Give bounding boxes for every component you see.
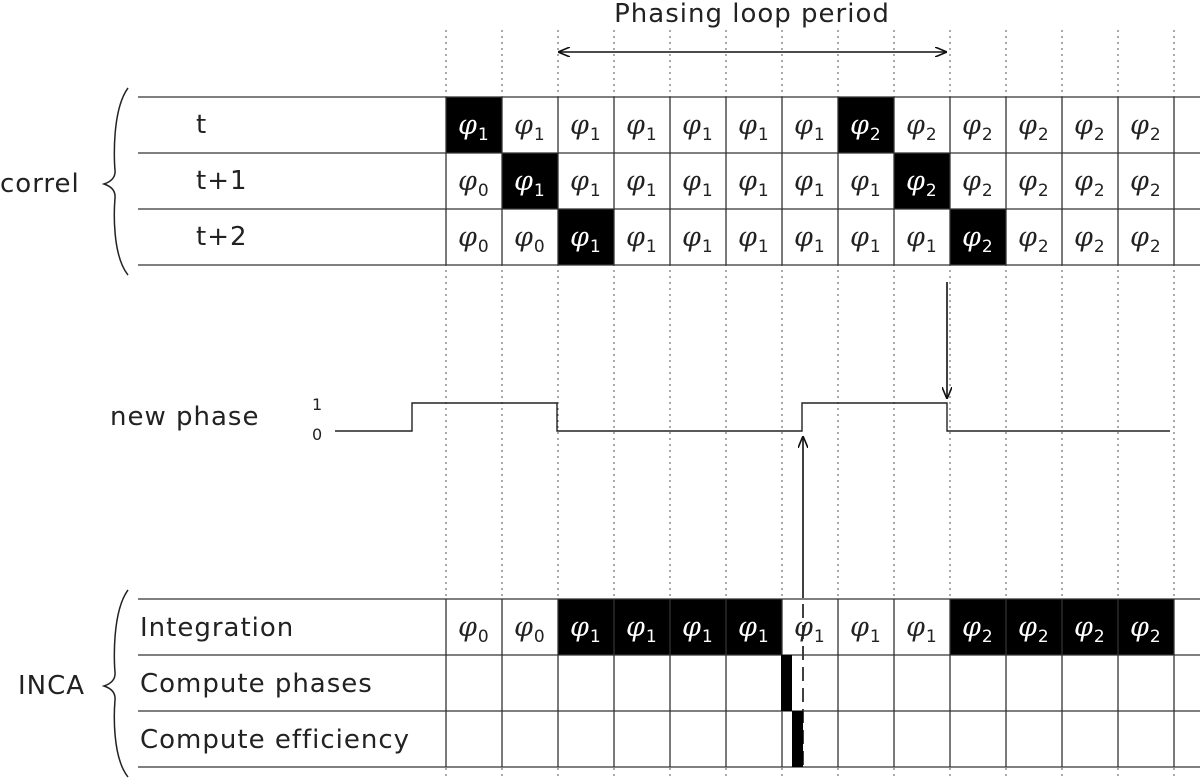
correl-phase-symbol: φ1 (850, 166, 881, 201)
inca-cell-fill (1062, 599, 1118, 655)
correl-cell-fill (950, 209, 1006, 265)
correl-phase-symbol: φ1 (682, 110, 713, 145)
correl-phase-symbol: φ1 (738, 222, 769, 257)
correl-phase-symbol: φ1 (458, 110, 489, 145)
correl-phase-symbol: φ2 (1018, 166, 1049, 201)
new-phase-waveform (335, 402, 1170, 432)
inca-cell-fill (670, 599, 726, 655)
correl-table: φ1 φ1 φ1 φ1 φ1 φ1 φ1 φ2 φ2 φ2 φ2 φ2 φ2 φ0 φ1 φ1 φ1 φ1 φ1 φ1… (138, 96, 1200, 266)
title-phasing-loop-period: Phasing loop period (614, 0, 890, 29)
correl-phase-symbol: φ1 (906, 222, 937, 257)
correl-phase-symbol: φ1 (794, 110, 825, 145)
correl-row-labels: t t+1 t+2 (196, 110, 248, 252)
correl-phase-symbol: φ2 (1074, 110, 1105, 145)
correl-phase-symbol: φ2 (962, 222, 993, 257)
compute-phases-block (781, 655, 792, 711)
inca-phase-symbol: φ1 (794, 612, 825, 647)
correl-phase-symbol: φ1 (794, 222, 825, 257)
correl-phase-symbol: φ2 (962, 110, 993, 145)
inca-phase-symbol: φ1 (626, 612, 657, 647)
correl-row-label-t2: t+2 (196, 222, 248, 252)
correl-phase-symbol: φ1 (738, 110, 769, 145)
vertical-guide-lines (445, 30, 1175, 778)
correl-phase-symbol: φ0 (458, 166, 489, 201)
correl-phase-symbol: φ1 (570, 166, 601, 201)
correl-phase-symbol: φ2 (1074, 166, 1105, 201)
inca-phase-symbol: φ1 (570, 612, 601, 647)
inca-phase-symbol: φ2 (1018, 612, 1049, 647)
inca-table: φ0 φ0 φ1 φ1 φ1 φ1 φ1 φ1 φ1 φ2 φ2 φ2 φ2 (138, 598, 1200, 768)
correl-phase-symbol: φ2 (1130, 222, 1161, 257)
correl-phase-symbol: φ2 (1130, 166, 1161, 201)
correl-phase-symbol: φ2 (906, 166, 937, 201)
inca-phase-symbol: φ1 (682, 612, 713, 647)
correl-cell-fill (838, 97, 894, 153)
inca-cell-fill (1006, 599, 1062, 655)
correl-phase-symbol: φ1 (514, 110, 545, 145)
correl-phase-symbol: φ1 (682, 222, 713, 257)
signal-high-label: 1 (312, 395, 322, 414)
inca-cell-fill (950, 599, 1006, 655)
correl-phase-symbol: φ1 (570, 110, 601, 145)
correl-cell-fill (446, 97, 502, 153)
inca-cell-fill (726, 599, 782, 655)
correl-row-label-t: t (196, 110, 207, 140)
correl-phase-symbol: φ1 (626, 110, 657, 145)
inca-phase-symbol: φ1 (850, 612, 881, 647)
inca-row-label-compute-efficiency: Compute efficiency (140, 725, 410, 755)
correl-row-label-t1: t+1 (196, 166, 248, 196)
inca-phase-symbol: φ2 (1130, 612, 1161, 647)
correl-phase-symbol: φ2 (850, 110, 881, 145)
correl-phase-symbol: φ2 (1018, 222, 1049, 257)
inca-phase-symbol: φ0 (514, 612, 545, 647)
correl-phase-symbol: φ2 (1018, 110, 1049, 145)
inca-row-label-compute-phases: Compute phases (140, 669, 373, 699)
inca-phase-symbol: φ0 (458, 612, 489, 647)
inca-brace (101, 589, 129, 778)
correl-phase-symbol: φ1 (626, 166, 657, 201)
correl-phase-symbol: φ1 (850, 222, 881, 257)
inca-cell-fill (614, 599, 670, 655)
inca-phase-symbol: φ1 (738, 612, 769, 647)
correl-phase-symbol: φ2 (962, 166, 993, 201)
signal-low-label: 0 (312, 425, 322, 444)
correl-phase-symbol: φ1 (738, 166, 769, 201)
correl-group-label: correl (0, 169, 80, 199)
correl-phase-symbol: φ2 (906, 110, 937, 145)
correl-brace (101, 87, 129, 276)
inca-row-label-integration: Integration (140, 613, 294, 643)
signal-label: new phase (110, 402, 259, 432)
correl-cell-fill (894, 153, 950, 209)
correl-phase-symbol: φ0 (514, 222, 545, 257)
inca-cell-fill (1118, 599, 1174, 655)
inca-row-labels: Integration Compute phases Compute effic… (140, 613, 410, 755)
inca-phase-symbol: φ1 (906, 612, 937, 647)
correl-cell-fill (558, 209, 614, 265)
correl-phase-symbol: φ1 (682, 166, 713, 201)
correl-phase-symbol: φ1 (514, 166, 545, 201)
correl-cell-fill (502, 153, 558, 209)
correl-phase-symbol: φ0 (458, 222, 489, 257)
correl-phase-symbol: φ1 (794, 166, 825, 201)
inca-group-label: INCA (18, 671, 85, 701)
correl-phase-symbol: φ2 (1130, 110, 1161, 145)
correl-phase-symbol: φ1 (570, 222, 601, 257)
correl-phase-symbol: φ1 (626, 222, 657, 257)
correl-phase-symbol: φ2 (1074, 222, 1105, 257)
inca-phase-symbol: φ2 (962, 612, 993, 647)
inca-cell-fill (558, 599, 614, 655)
compute-efficiency-block (792, 711, 803, 767)
inca-phase-symbol: φ2 (1074, 612, 1105, 647)
